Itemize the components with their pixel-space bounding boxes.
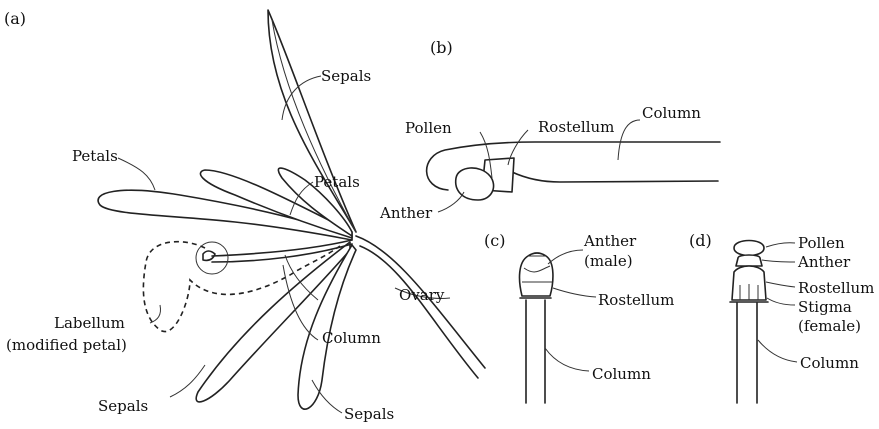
b-label-pollen: Pollen (405, 119, 452, 137)
panel-a-tag: (a) (4, 9, 26, 28)
d-pollen (734, 241, 764, 256)
d-label-stigma: Stigma (798, 298, 852, 316)
c-label-column: Column (592, 365, 651, 383)
label-labellum: Labellum (54, 314, 125, 332)
label-labellum-sub: (modified petal) (6, 336, 127, 354)
d-label-column: Column (800, 354, 859, 372)
panel-c: (c) Anther (male) Rostellum Column (484, 231, 674, 403)
panel-c-tag: (c) (484, 231, 505, 250)
label-ovary: Ovary (399, 286, 445, 304)
label-sepals-top: Sepals (321, 67, 371, 85)
b-label-anther: Anther (379, 204, 433, 222)
b-anther (456, 168, 494, 200)
d-label-rostellum: Rostellum (798, 279, 874, 297)
label-sepals-bottom-right: Sepals (344, 405, 394, 423)
label-petals-mid: Petals (314, 173, 360, 191)
c-anther (520, 253, 553, 296)
d-label-pollen: Pollen (798, 234, 845, 252)
flower-column (212, 240, 352, 256)
ovary-stalk (356, 236, 485, 378)
b-label-column: Column (642, 104, 701, 122)
d-label-anther: Anther (797, 253, 851, 271)
panel-b: (b) Pollen Rostellum Column Anther (379, 38, 720, 222)
panel-b-tag: (b) (430, 38, 453, 57)
c-label-rostellum: Rostellum (598, 291, 674, 309)
label-petals-left: Petals (72, 147, 118, 165)
panel-d-tag: (d) (689, 231, 712, 250)
panel-d: (d) Pollen Anther Rostellum Stigma (fema… (689, 231, 874, 403)
b-label-rostellum: Rostellum (538, 118, 614, 136)
d-anther (736, 255, 762, 266)
c-label-anther: Anther (583, 232, 637, 250)
label-sepals-bottom-left: Sepals (98, 397, 148, 415)
d-label-stigma-female: (female) (798, 317, 861, 335)
label-column: Column (322, 329, 381, 347)
c-label-anther-male: (male) (584, 252, 633, 270)
